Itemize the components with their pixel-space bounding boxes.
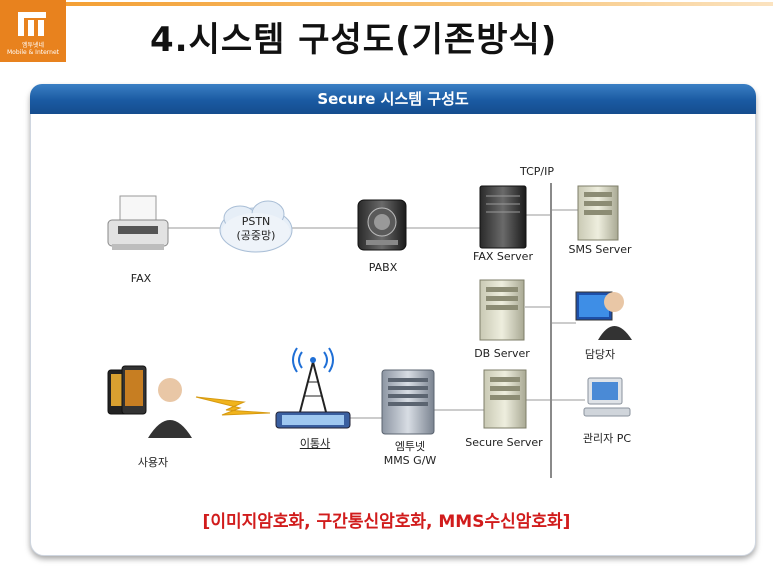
mms-gateway-label: 엠투넷 MMS G/W [375,440,445,468]
user-person-icon [107,365,192,438]
user-label: 사용자 [137,456,169,469]
pstn-label-line2: (공중망) [236,229,276,242]
panel-title: Secure 시스템 구성도 [317,90,469,108]
wireless-bolt-icon [195,396,271,416]
top-accent-line [0,2,773,6]
logo-icon [18,12,46,36]
fax-label: FAX [130,272,152,285]
logo-text: 엠투넷네 Mobile & Internet [0,42,66,56]
sms-server-icon [577,185,619,241]
db-server-icon [479,279,525,341]
manager-label: 담당자 [584,348,616,361]
manager-person-icon [575,291,632,340]
page-title: 4.시스템 구성도(기존방식) [150,20,558,60]
diagram-panel [30,84,756,556]
connection-lines [165,209,585,419]
logo-text-en: Mobile & Internet [7,49,59,56]
mms-gateway-label-line2: MMS G/W [383,454,437,467]
carrier-label: 이통사 [299,437,331,450]
secure-server-label: Secure Server [465,436,543,449]
mms-gateway-label-line1: 엠투넷 [394,440,426,453]
fax-server-label: FAX Server [473,250,533,263]
admin-pc-label: 관리자 PC [582,432,632,445]
logo-text-ko: 엠투넷네 [21,42,45,49]
sms-server-label: SMS Server [568,243,632,256]
db-server-label: DB Server [474,347,530,360]
mms-gateway-icon [381,369,435,435]
fax-machine-icon [107,195,169,250]
pabx-icon [357,199,407,251]
tcpip-label: TCP/IP [520,165,554,178]
top-bar [0,0,773,62]
panel-header [30,84,756,114]
secure-server-icon [483,369,527,429]
company-logo: 엠투넷네 Mobile & Internet [0,0,66,62]
pstn-label-line1: PSTN [241,215,271,228]
carrier-tower-icon [275,347,351,429]
pstn-label: PSTN (공중망) [226,215,286,243]
admin-pc-icon [583,377,631,417]
fax-server-icon [479,185,527,249]
feature-caption: [이미지암호화, 구간통신암호화, MMS수신암호화] [202,512,571,532]
pstn-cloud-icon [219,200,293,253]
pabx-label: PABX [368,261,398,274]
